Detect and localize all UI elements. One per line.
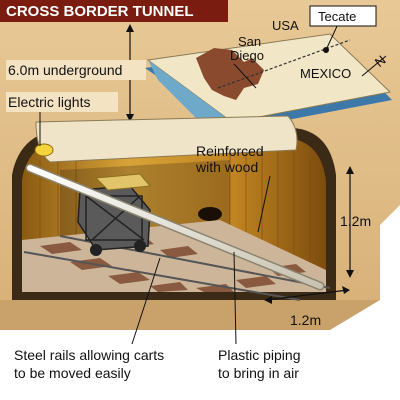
- tunnel-far-opening: [198, 207, 222, 221]
- width-dimension: [264, 286, 350, 304]
- height-label: 1.2m: [340, 213, 371, 229]
- rails-label-1: Steel rails allowing carts: [14, 347, 164, 363]
- height-dimension: [346, 166, 354, 278]
- mine-cart: [77, 173, 151, 256]
- map-label-mexico: MEXICO: [300, 66, 351, 81]
- piping-label-1: Plastic piping: [218, 347, 301, 363]
- title-bar: CROSS BORDER TUNNEL: [0, 0, 228, 22]
- rails-leader: [131, 257, 161, 345]
- location-map: USA San Diego MEXICO Tecate N: [145, 5, 392, 130]
- reinforced-label-2: with wood: [195, 159, 258, 175]
- depth-label-box: [6, 60, 146, 80]
- map-label-tecate: Tecate: [318, 9, 356, 24]
- electric-light-icon: [34, 143, 54, 157]
- ocean: [148, 60, 232, 122]
- tunnel-ceiling: [35, 115, 298, 163]
- reinforced-leader: [257, 175, 271, 233]
- cart-wheel-icon: [134, 240, 146, 252]
- map-label-diego: Diego: [230, 48, 264, 63]
- elevated-terrain: [196, 48, 264, 100]
- north-arrow-icon: [361, 55, 387, 77]
- map-label-san: San: [238, 34, 261, 49]
- reinforced-label-1: Reinforced: [196, 143, 264, 159]
- diagram-title: CROSS BORDER TUNNEL: [6, 3, 194, 20]
- bottom-caption-area: [0, 330, 400, 400]
- cart-wheel-icon: [90, 244, 102, 256]
- depth-label: 6.0m underground: [8, 62, 122, 78]
- lights-label: Electric lights: [8, 94, 90, 110]
- map-label-usa: USA: [272, 18, 299, 33]
- piping-label-2: to bring in air: [218, 365, 299, 381]
- lights-label-box: [6, 92, 118, 112]
- piping-leader: [233, 251, 237, 345]
- width-label: 1.2m: [290, 312, 321, 328]
- cart-load: [94, 173, 151, 191]
- tecate-label-box: [309, 5, 377, 27]
- rails-label-2: to be moved easily: [14, 365, 131, 381]
- air-pipe: [25, 163, 325, 291]
